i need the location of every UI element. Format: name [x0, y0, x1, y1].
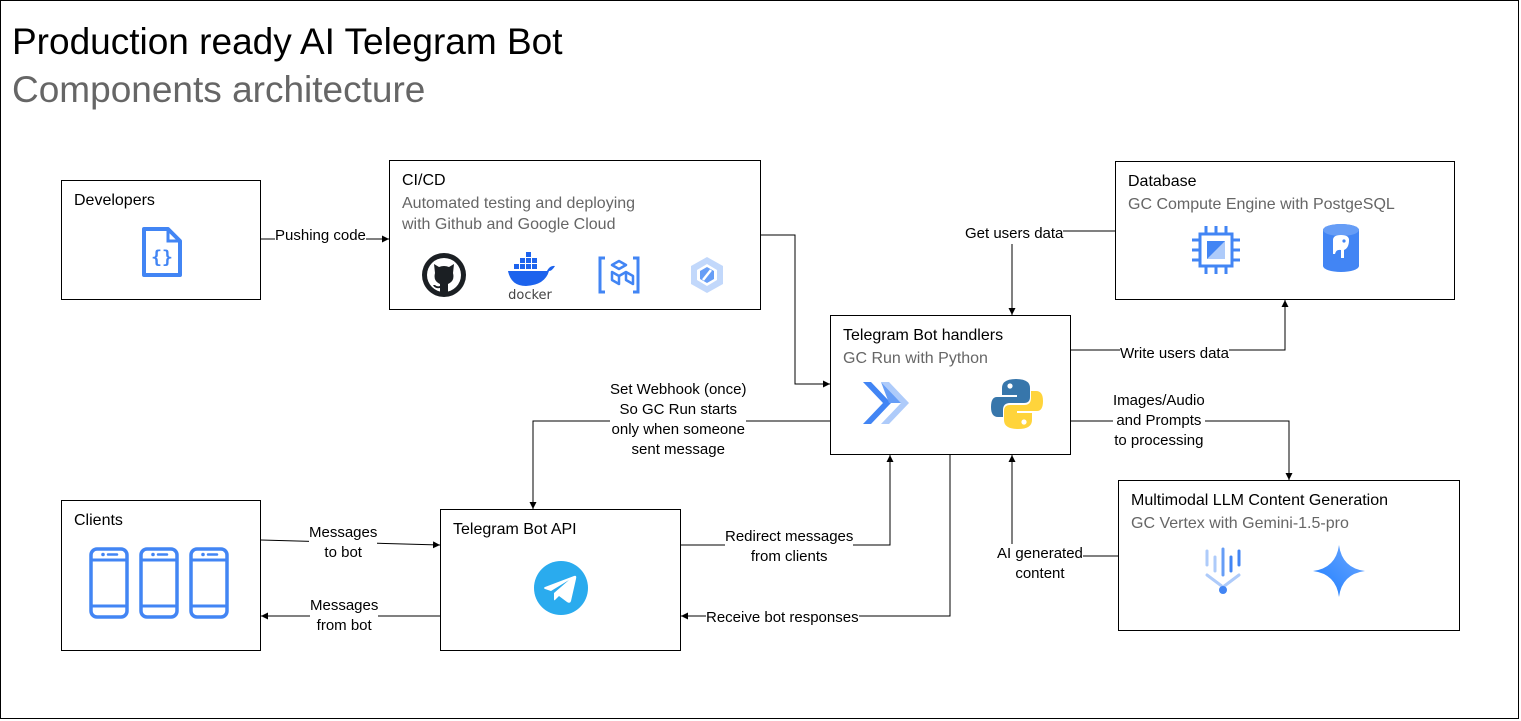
docker-icon: docker [508, 252, 555, 301]
telegram-icon [534, 561, 588, 615]
developers-box: Developers {} [61, 180, 261, 300]
telegram-api-box: Telegram Bot API [440, 509, 681, 651]
handlers-subtitle: GC Run with Python [843, 350, 988, 367]
clients-box: Clients [61, 500, 261, 651]
telegram-api-title: Telegram Bot API [453, 521, 577, 538]
python-icon [991, 379, 1043, 429]
docker-wordmark: docker [508, 288, 552, 301]
label-get-users-data: Get users data [965, 224, 1064, 244]
diagram-title: Production ready AI Telegram Bot [12, 21, 563, 62]
cloud-run-icon [863, 382, 909, 424]
label-messages-from-bot: Messages from bot [310, 596, 379, 636]
svg-text:{}: {} [151, 247, 173, 268]
label-write-users-data: Write users data [1120, 344, 1229, 364]
llm-subtitle: GC Vertex with Gemini-1.5-pro [1131, 515, 1349, 532]
label-set-webhook: Set Webhook (once) So GC Run starts only… [610, 380, 747, 460]
database-title: Database [1128, 173, 1197, 190]
label-receive-responses: Receive bot responses [706, 608, 859, 628]
phone-icon [89, 547, 129, 619]
phone-icon [189, 547, 229, 619]
developers-title: Developers [74, 192, 155, 209]
label-messages-to-bot: Messages to bot [309, 523, 378, 563]
edge-write-users-data [1071, 300, 1289, 351]
code-file-icon: {} [142, 227, 182, 277]
database-box: Database GC Compute Engine with PostgeSQ… [1115, 161, 1455, 300]
vertex-ai-icon [1205, 547, 1241, 594]
database-subtitle: GC Compute Engine with PostgeSQL [1128, 196, 1395, 213]
github-icon [422, 253, 466, 297]
edge-ai-generated [1008, 455, 1118, 557]
postgresql-icon [1323, 224, 1359, 272]
cicd-title: CI/CD [402, 172, 446, 189]
label-ai-generated: AI generated content [997, 544, 1083, 584]
label-pushing-code: Pushing code [275, 226, 366, 246]
diagram-subtitle: Components architecture [12, 69, 426, 110]
clients-title: Clients [74, 512, 123, 529]
compute-engine-icon [1192, 226, 1240, 274]
llm-title: Multimodal LLM Content Generation [1131, 492, 1389, 509]
cloud-build-icon [598, 256, 640, 294]
artifact-registry-icon [691, 257, 723, 293]
cicd-box: CI/CD Automated testing and deploying wi… [389, 160, 761, 310]
handlers-title: Telegram Bot handlers [843, 327, 1004, 344]
handlers-box: Telegram Bot handlers GC Run with Python [830, 315, 1071, 455]
gemini-icon [1313, 545, 1365, 597]
label-redirect-messages: Redirect messages from clients [725, 527, 854, 567]
label-images-audio: Images/Audio and Prompts to processing [1113, 391, 1205, 451]
edge-cicd-to-handlers [761, 234, 830, 388]
llm-box: Multimodal LLM Content Generation GC Ver… [1118, 480, 1460, 631]
cicd-subtitle: Automated testing and deploying with Git… [402, 195, 636, 233]
phone-icon [139, 547, 179, 619]
